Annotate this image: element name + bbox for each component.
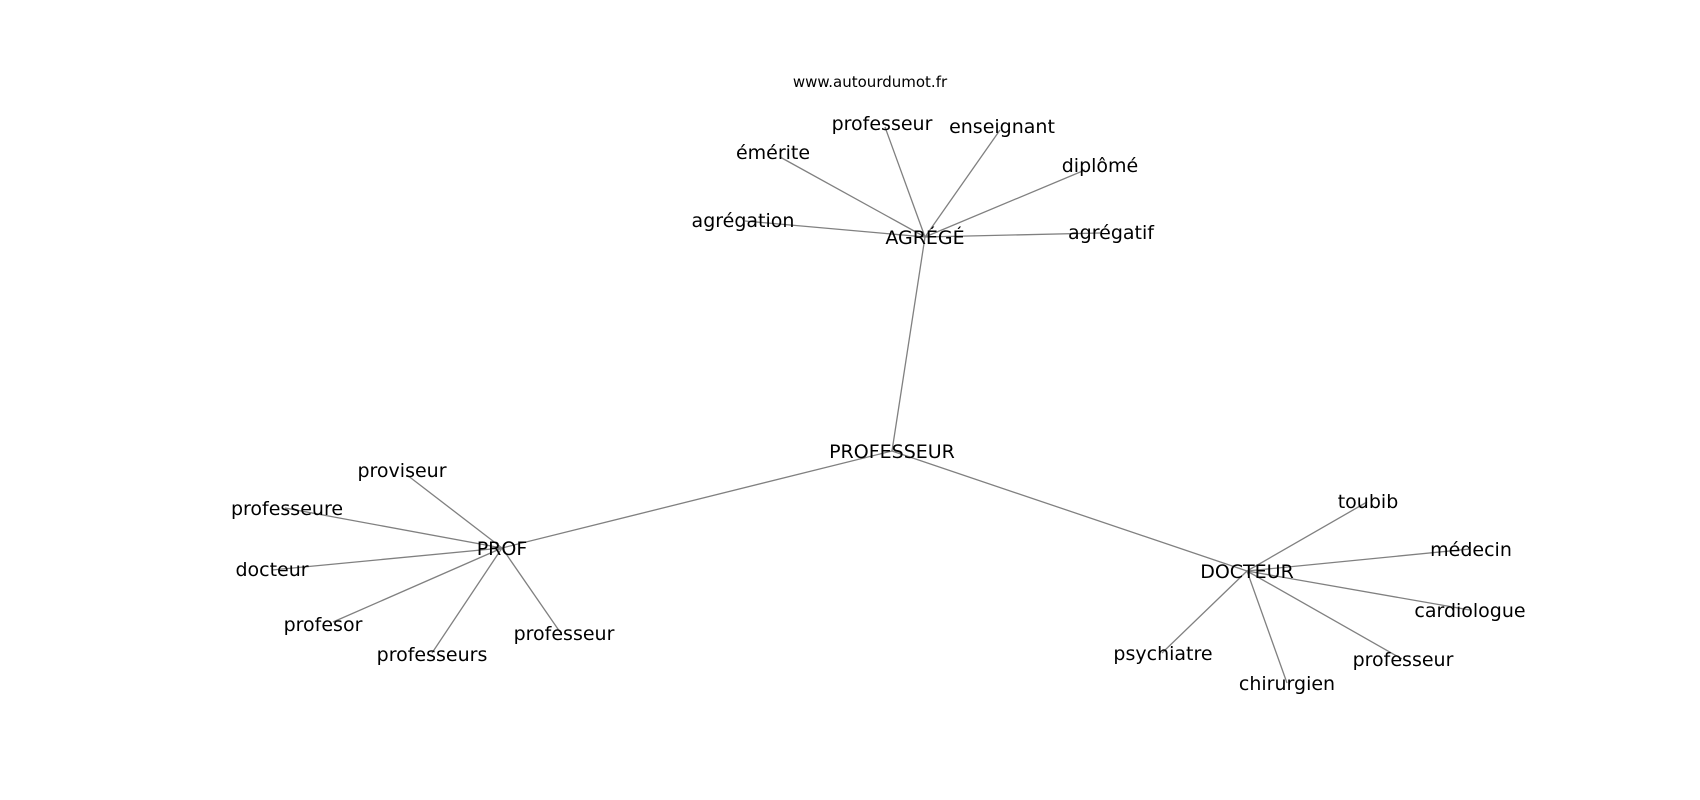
edge-professeur-docteur (891, 450, 1248, 572)
edge-agrege-enseignant (924, 129, 1001, 238)
edge-prof-proviseur (406, 474, 503, 549)
node-prof-proviseur: proviseur (357, 460, 446, 482)
node-docteur-toubib: toubib (1338, 491, 1399, 513)
node-agrege-diplome: diplômé (1062, 155, 1139, 177)
node-docteur-medecin: médecin (1430, 539, 1512, 561)
edge-docteur-psychiatre (1161, 570, 1248, 654)
node-prof: PROF (477, 538, 528, 560)
node-docteur-psychiatre: psychiatre (1113, 643, 1212, 665)
edge-docteur-toubib (1246, 501, 1368, 572)
edge-prof-professeurs (431, 547, 503, 654)
edge-agrege-agregation (744, 220, 926, 238)
node-prof-professeurs: professeurs (377, 644, 488, 666)
edge-prof-profesor (332, 547, 503, 623)
edge-prof-professeur (501, 547, 561, 633)
edge-docteur-cardiologue (1246, 570, 1471, 611)
edge-prof-professeure (284, 507, 503, 549)
node-agrege-agregation: agrégation (692, 210, 795, 232)
edges (271, 126, 1471, 684)
node-labels: PROFESSEUR AGRÉGÉ PROF DOCTEUR professeu… (231, 113, 1526, 695)
node-docteur: DOCTEUR (1200, 561, 1294, 583)
node-prof-docteur: docteur (235, 559, 308, 581)
edge-agrege-emerite (779, 156, 926, 238)
node-agrege-agregatif: agrégatif (1068, 222, 1155, 244)
edge-docteur-professeur (1246, 570, 1403, 660)
edge-prof-docteur (271, 547, 503, 571)
edge-agrege-agregatif (924, 232, 1101, 238)
edge-docteur-chirurgien (1246, 570, 1288, 684)
node-docteur-professeur: professeur (1353, 649, 1454, 671)
edge-agrege-diplome (924, 169, 1086, 238)
node-docteur-chirurgien: chirurgien (1239, 673, 1335, 695)
node-agrege-emerite: émérite (736, 142, 810, 164)
node-professeur-center: PROFESSEUR (829, 441, 955, 463)
node-agrege-enseignant: enseignant (949, 116, 1055, 138)
node-docteur-cardiologue: cardiologue (1414, 600, 1525, 622)
node-agrege: AGRÉGÉ (885, 226, 964, 249)
edge-professeur-prof (501, 450, 893, 549)
node-prof-profesor: profesor (284, 614, 363, 636)
node-agrege-professeur: professeur (832, 113, 933, 135)
edge-agrege-professeur (884, 126, 926, 238)
edge-professeur-agrege (891, 236, 926, 452)
watermark-text: www.autourdumot.fr (793, 73, 948, 91)
node-prof-professeur: professeur (514, 623, 615, 645)
node-prof-professeure: professeure (231, 498, 343, 520)
edge-docteur-medecin (1246, 548, 1471, 572)
